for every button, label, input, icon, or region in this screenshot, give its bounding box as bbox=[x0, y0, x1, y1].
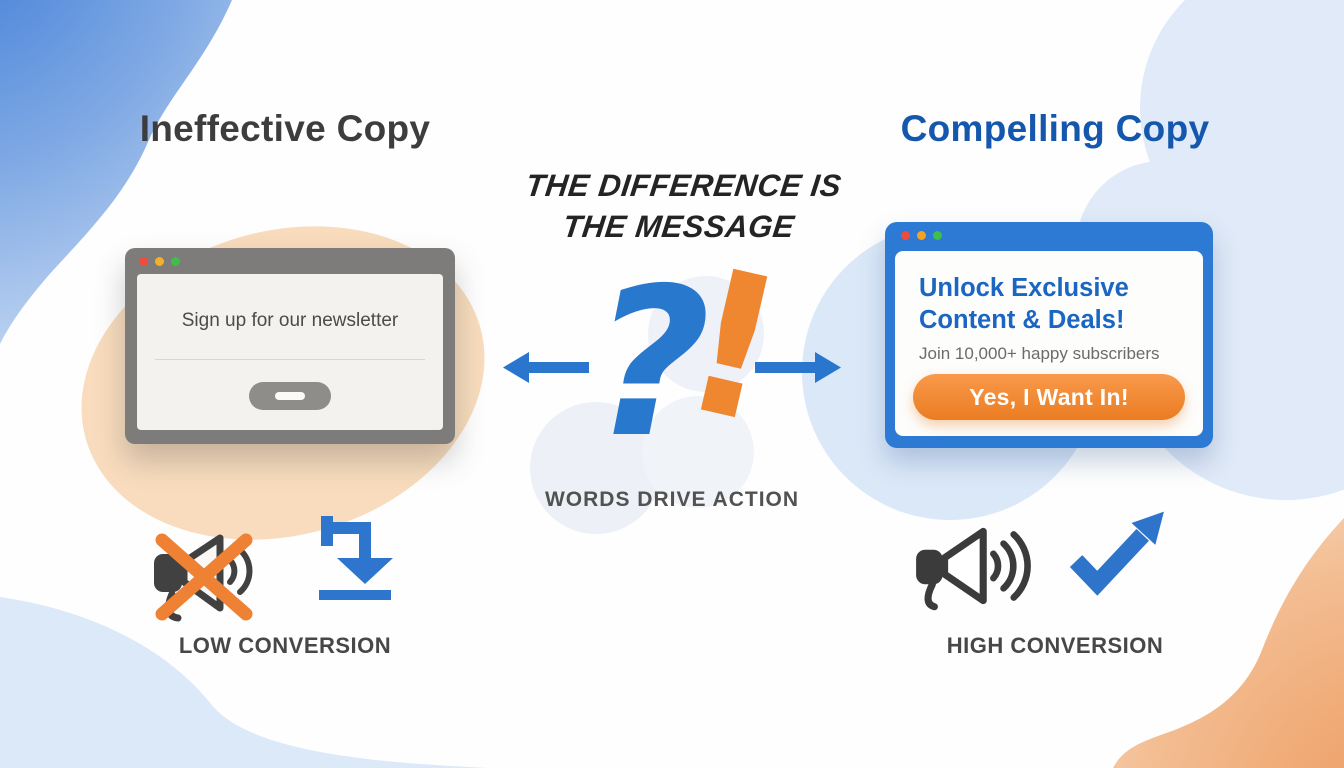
field-underline bbox=[155, 359, 425, 360]
compelling-heading: Compelling Copy bbox=[900, 108, 1210, 149]
offer-headline: Unlock Exclusive Content & Deals! bbox=[919, 274, 1129, 335]
traffic-light-green-icon bbox=[171, 257, 180, 266]
megaphone-icon bbox=[916, 527, 1031, 611]
window-content-panel: Sign up for our newsletter bbox=[137, 274, 443, 430]
social-proof-text: Join 10,000+ happy subscribers bbox=[919, 343, 1160, 363]
blob-bottom-left bbox=[0, 597, 488, 768]
window-content-panel: Unlock Exclusive Content & Deals! Join 1… bbox=[895, 251, 1203, 436]
newsletter-message: Sign up for our newsletter bbox=[181, 310, 399, 331]
ineffective-browser-window: Sign up for our newsletter bbox=[125, 248, 455, 444]
traffic-light-dots bbox=[139, 257, 180, 266]
traffic-light-yellow-icon bbox=[155, 257, 164, 266]
blob-top-left bbox=[0, 0, 232, 344]
arrow-left-icon bbox=[503, 352, 589, 383]
muted-megaphone-icon bbox=[154, 533, 253, 622]
cta-button[interactable]: Yes, I Want In! bbox=[913, 374, 1185, 420]
blob-center-faint bbox=[530, 276, 764, 534]
traffic-light-red-icon bbox=[139, 257, 148, 266]
tagline-line-2: THE MESSAGE bbox=[560, 208, 797, 244]
traffic-light-dots bbox=[901, 231, 942, 240]
center-tagline: THE DIFFERENCE IS THE MESSAGE bbox=[485, 166, 877, 248]
down-step-arrow-icon bbox=[319, 516, 393, 600]
up-trend-arrow-icon bbox=[1069, 511, 1164, 596]
blank-button-dash bbox=[275, 392, 305, 400]
arrow-right-icon bbox=[755, 352, 841, 383]
traffic-light-orange-icon bbox=[917, 231, 926, 240]
low-conversion-caption: LOW CONVERSION bbox=[178, 633, 392, 658]
compelling-browser-window: Unlock Exclusive Content & Deals! Join 1… bbox=[885, 222, 1213, 448]
high-conversion-caption: HIGH CONVERSION bbox=[946, 633, 1164, 658]
ineffective-heading: Ineffective Copy bbox=[139, 108, 431, 149]
blank-submit-button[interactable] bbox=[249, 382, 331, 410]
blob-bottom-right bbox=[1113, 518, 1344, 768]
question-mark: ? bbox=[592, 245, 711, 483]
traffic-light-red-icon bbox=[901, 231, 910, 240]
words-drive-action-caption: WORDS DRIVE ACTION bbox=[544, 488, 800, 511]
tagline-line-1: THE DIFFERENCE IS bbox=[523, 168, 844, 203]
traffic-light-green-icon bbox=[933, 231, 942, 240]
